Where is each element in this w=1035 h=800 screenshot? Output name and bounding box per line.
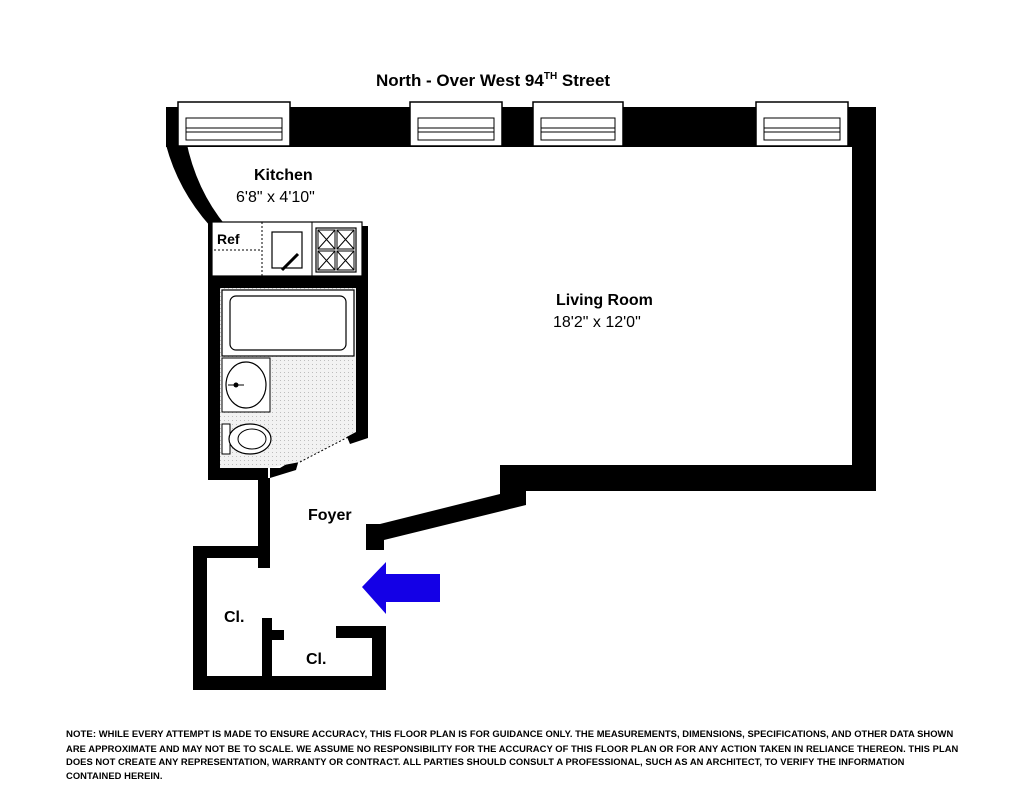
living-room-name: Living Room — [556, 292, 653, 309]
kitchen-dimensions: 6'8" x 4'10" — [236, 189, 315, 206]
window — [755, 101, 849, 147]
entrance-arrow-icon — [362, 562, 440, 614]
bathtub — [221, 289, 355, 357]
street-orientation-title: North - Over West 94TH Street — [376, 71, 610, 90]
window — [532, 101, 624, 147]
kitchen-sink — [271, 231, 303, 272]
note-text: While every attempt is made to ensure ac… — [66, 728, 959, 781]
note-lead: Note: — [66, 729, 97, 740]
toilet — [221, 423, 272, 455]
foyer-name: Foyer — [308, 507, 352, 524]
window — [177, 101, 291, 147]
window — [409, 101, 503, 147]
bathroom-door-swing — [299, 435, 351, 463]
windows — [177, 101, 849, 147]
closet-bottom-name: Cl. — [306, 651, 326, 668]
stove — [315, 227, 357, 273]
living-room-dimensions: 18'2" x 12'0" — [553, 314, 641, 331]
bathroom-sink — [221, 357, 271, 413]
refrigerator-label: Ref — [217, 231, 240, 247]
bathroom — [220, 288, 356, 468]
disclaimer-note: Note: While every attempt is made to ens… — [66, 727, 961, 782]
closet-left-name: Cl. — [224, 609, 244, 626]
kitchen-name: Kitchen — [254, 167, 313, 184]
